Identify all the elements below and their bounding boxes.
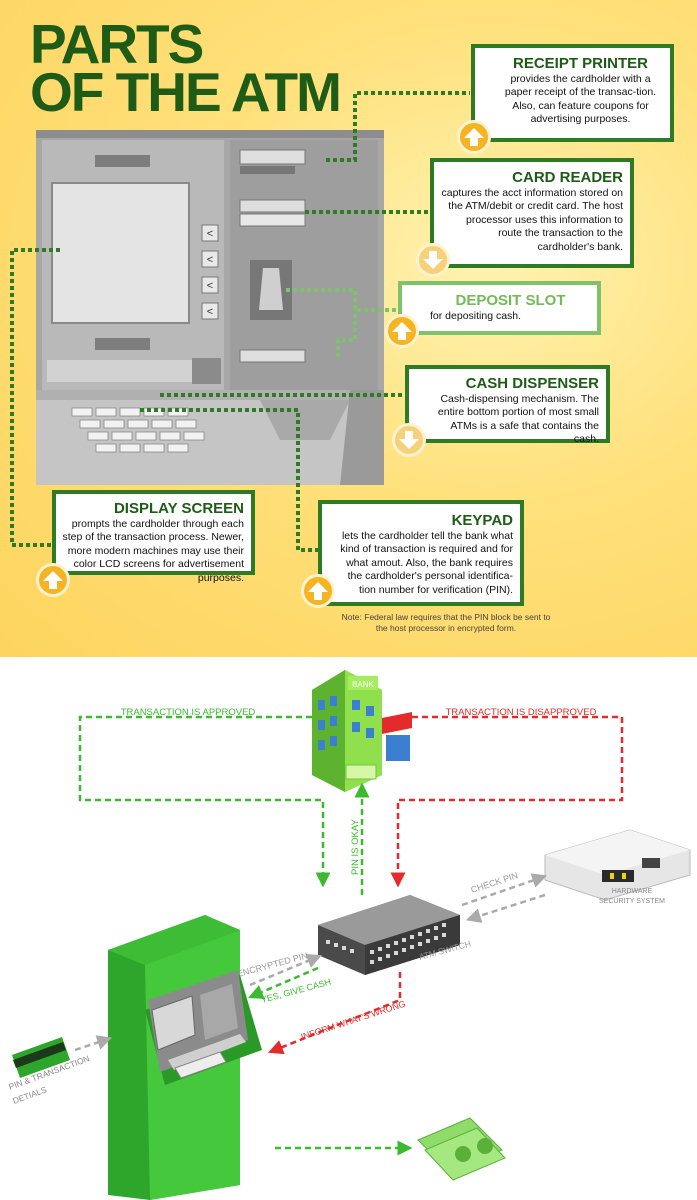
atm-cash-slot (239, 349, 306, 363)
deposit-slot-title: DEPOSIT SLOT (455, 292, 566, 309)
down-arrow-icon (392, 423, 426, 457)
atm-side-buttons: < < < < (201, 224, 219, 320)
down-arrow-icon (416, 243, 450, 277)
give-cash-path (248, 966, 319, 999)
side-button-label: < (207, 306, 213, 318)
hsm-label-line1: HARDWARE (612, 888, 653, 895)
atm-parts-section: PARTS OF THE ATM < < < < (0, 0, 697, 657)
keypad-title: KEYPAD (451, 512, 513, 529)
side-button-label: < (207, 228, 213, 240)
title-line-1: PARTS (30, 13, 204, 75)
atm-switch-icon (318, 895, 460, 975)
deposit-slot-box: DEPOSIT SLOT for depositing cash. (398, 281, 601, 335)
side-button-label: < (207, 280, 213, 292)
display-screen-title: DISPLAY SCREEN (113, 500, 244, 517)
up-arrow-icon (301, 574, 335, 608)
card-input-path (74, 1035, 113, 1052)
bank-sign: BANK (352, 680, 374, 689)
approved-label: TRANSACTION IS APPROVED (121, 707, 256, 718)
deposit-slot-text: for depositing cash. (430, 310, 522, 322)
disapproved-path (390, 715, 624, 888)
approved-path (78, 715, 331, 888)
atm-card-slot (239, 199, 306, 213)
side-button-label: < (207, 254, 213, 266)
cash-dispenser-text: Cash-dispensing mechanism. The entire bo… (437, 393, 599, 446)
receipt-printer-title: RECEIPT PRINTER (512, 55, 648, 72)
atm-kiosk-icon (108, 915, 262, 1200)
disapproved-label: TRANSACTION IS DISAPPROVED (446, 707, 597, 718)
transaction-flow-diagram: BANK TRANSACTION IS APPROVED TRANSACTION… (7, 670, 691, 1200)
cash-dispenser-box: CASH DISPENSER Cash-dispensing mechanism… (405, 365, 610, 445)
give-cash-label: YES, GIVE CASH (260, 977, 332, 1005)
connector-lines (10, 91, 470, 552)
keypad-text: lets the cardholder tell the bank what k… (340, 530, 513, 596)
check-pin-path (461, 873, 548, 907)
atm-receipt-slot (239, 149, 306, 165)
card-reader-text: captures the acct information stored on … (441, 187, 623, 253)
atm-display-screen (51, 182, 190, 324)
check-pin-return-path (465, 893, 546, 923)
up-arrow-icon (36, 563, 70, 597)
hsm-label-line2: SECURITY SYSTEM (599, 898, 665, 905)
receipt-printer-text: provides the cardholder with a paper rec… (504, 73, 657, 126)
pin-okay-label: PIN IS OKAY (350, 819, 361, 875)
inform-wrong-label: INFORM WHAT'S WRONG (300, 999, 407, 1042)
card-reader-box: CARD READER captures the acct informatio… (430, 158, 634, 268)
keypad-box: KEYPAD lets the cardholder tell the bank… (318, 500, 524, 606)
atm-keypad (71, 407, 205, 453)
credit-card-icon (12, 1037, 70, 1078)
atm-illustration: < < < < (10, 91, 470, 552)
page-title: PARTS OF THE ATM (30, 13, 342, 123)
encrypted-pin-path (249, 953, 322, 987)
check-pin-label: CHECK PIN (470, 870, 520, 895)
receipt-printer-box: RECEIPT PRINTER provides the cardholder … (471, 44, 674, 142)
hardware-security-system-icon (544, 829, 691, 901)
cash-bills-icon (417, 1117, 506, 1181)
pin-note: Note: Federal law requires that the PIN … (341, 612, 551, 633)
display-screen-text: prompts the cardholder through each step… (62, 518, 244, 584)
up-arrow-icon (385, 314, 419, 348)
transaction-flow-section: BANK TRANSACTION IS APPROVED TRANSACTION… (0, 657, 697, 1200)
title-line-2: OF THE ATM (30, 61, 342, 123)
up-arrow-icon (457, 120, 491, 154)
cash-dispenser-title: CASH DISPENSER (465, 375, 599, 392)
display-screen-box: DISPLAY SCREEN prompts the cardholder th… (52, 490, 255, 584)
card-reader-title: CARD READER (512, 169, 623, 186)
bank-building-icon: BANK (312, 670, 412, 792)
